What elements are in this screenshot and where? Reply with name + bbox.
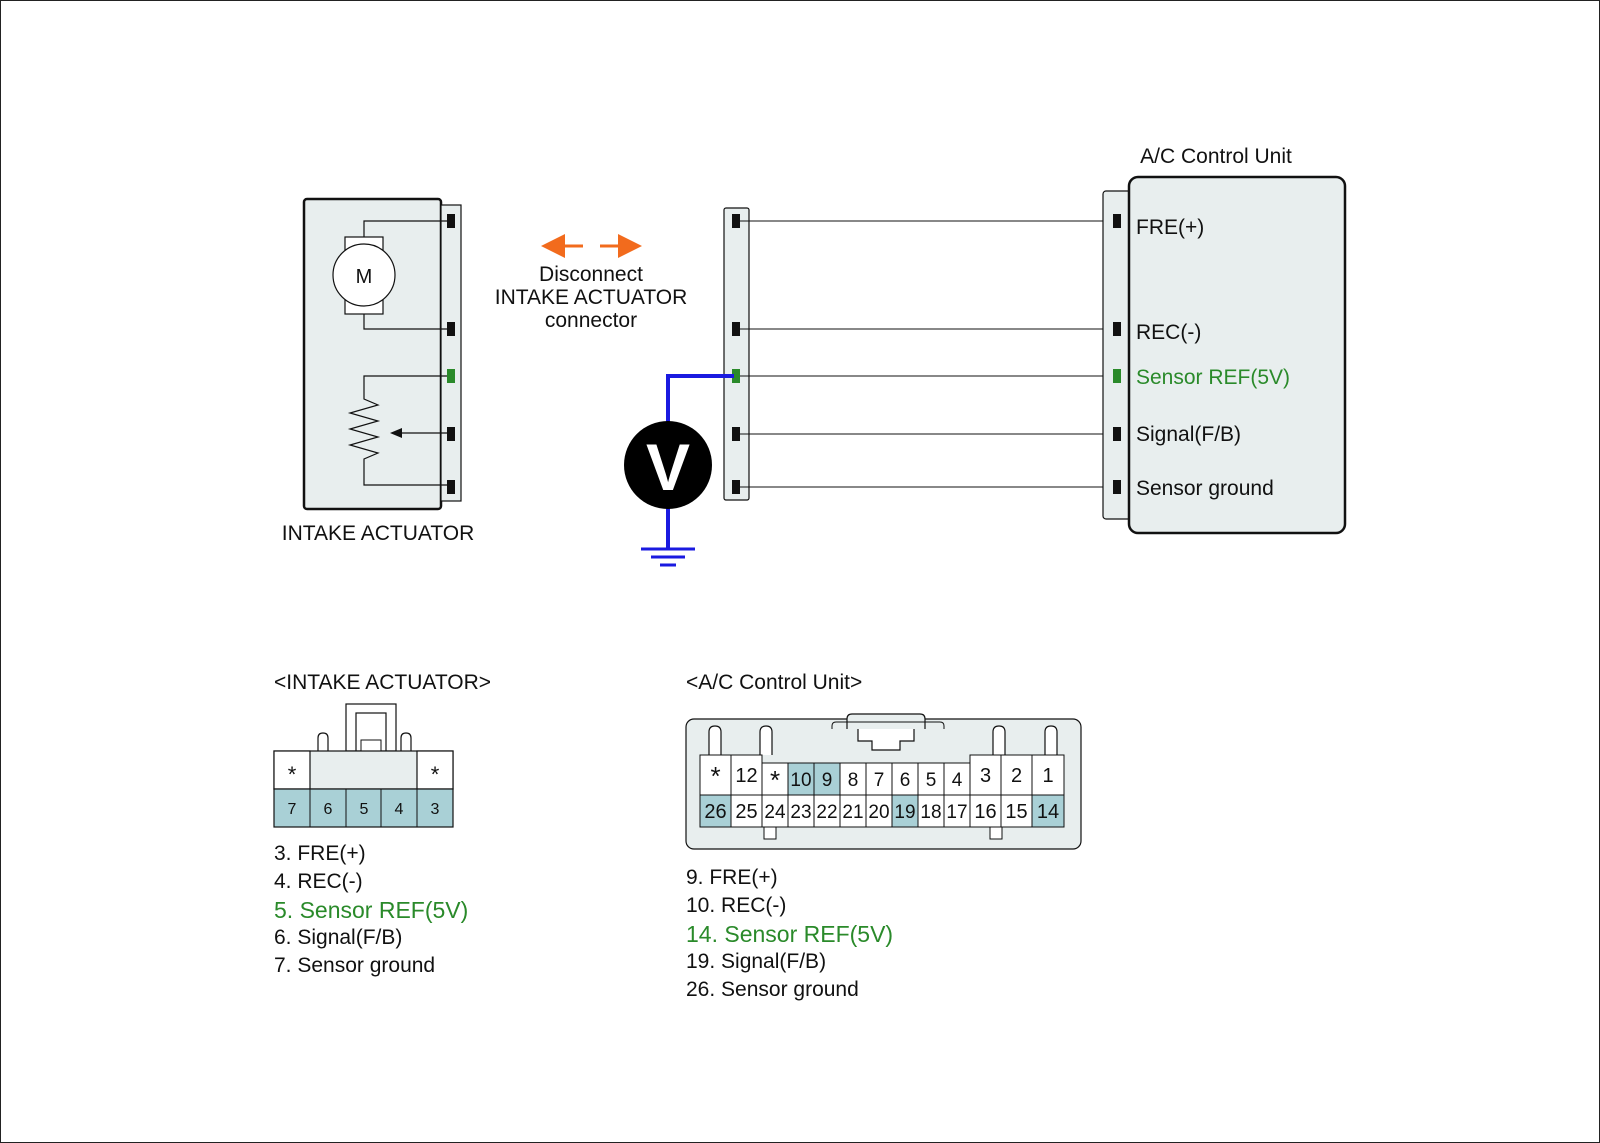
acu-pin-16: 16 [974, 801, 996, 823]
acu-pin-16-cell [969, 794, 1002, 828]
intake-actuator: M INTAKE ACTUATOR [282, 197, 475, 545]
actuator-pin-6: 6 [324, 801, 333, 818]
actuator-legend-sensor-ground: 7. Sensor ground [274, 954, 436, 977]
acu-pin-24: 24 [764, 802, 786, 823]
actuator-pin-3: 3 [431, 801, 440, 818]
potentiometer-icon [347, 375, 447, 486]
disconnect-note: Disconnect INTAKE ACTUATOR connector [495, 234, 688, 332]
acu-pin-18: 18 [920, 802, 941, 823]
acu-connector-title: <A/C Control Unit> [686, 671, 862, 694]
acu-pin-20: 20 [868, 802, 889, 823]
acu-pin-mark-cell [761, 762, 789, 796]
harness-connector [723, 207, 750, 501]
acu-pin-24-cell [761, 794, 789, 828]
actuator-legend-fre: 3. FRE(+) [274, 842, 366, 865]
acu-pin-1: 1 [1042, 765, 1053, 787]
actuator-label: INTAKE ACTUATOR [282, 522, 475, 545]
voltmeter-label: V [646, 430, 690, 504]
acu-pin-26: 26 [704, 801, 726, 823]
disconnect-line-1: Disconnect [539, 263, 643, 286]
actuator-legend-rec: 4. REC(-) [274, 870, 363, 893]
actuator-pin-7: 7 [288, 801, 297, 818]
ac-control-unit: A/C Control Unit FRE(+) REC(-) Sensor RE… [1102, 145, 1347, 535]
acu-pin-15-cell [1000, 794, 1033, 828]
acu-pin-9: 9 [822, 770, 833, 791]
acu-legend-signal: 19. Signal(F/B) [686, 950, 827, 973]
actuator-legend-signal: 6. Signal(F/B) [274, 926, 403, 949]
acu-legend-sensor-ground: 26. Sensor ground [686, 978, 859, 1001]
acu-pin-19: 19 [894, 802, 915, 823]
terminal-label-rec: REC(-) [1136, 321, 1201, 344]
acu-pin-21: 21 [842, 802, 863, 823]
acu-pin-3: 3 [980, 765, 991, 787]
acu-pin-6-cell [891, 762, 919, 796]
motor-icon: M [332, 236, 396, 315]
acu-legend-rec: 10. REC(-) [686, 894, 787, 917]
actuator-legend-sensor-ref: 5. Sensor REF(5V) [274, 897, 469, 923]
acu-legend-sensor-ref: 14. Sensor REF(5V) [686, 921, 894, 947]
acu-pin-10: 10 [790, 770, 811, 791]
acu-pin-20-cell [865, 794, 893, 828]
acu-pin-14: 14 [1037, 801, 1059, 823]
actuator-connector-face: <INTAKE ACTUATOR> * * 7 6 5 4 3 [273, 671, 491, 828]
terminal-label-fre: FRE(+) [1136, 216, 1204, 239]
ac-unit-title: A/C Control Unit [1140, 145, 1292, 168]
voltmeter: V [624, 374, 734, 567]
acu-pin-7-cell [865, 762, 893, 796]
acu-pin-8: 8 [848, 770, 859, 791]
actuator-pin-mark: * [431, 762, 440, 787]
terminal-label-sensor-ground: Sensor ground [1136, 477, 1274, 500]
acu-pin-5-cell [917, 762, 945, 796]
disconnect-line-2: INTAKE ACTUATOR [495, 286, 688, 309]
acu-legend-fre: 9. FRE(+) [686, 866, 778, 889]
acu-pin-25-cell [730, 794, 763, 828]
actuator-pin-5: 5 [360, 801, 369, 818]
acu-pin-23: 23 [790, 802, 811, 823]
acu-pin-2: 2 [1011, 765, 1022, 787]
acu-pin-17: 17 [946, 802, 967, 823]
acu-pin-15: 15 [1005, 801, 1027, 823]
terminal-label-sensor-ref: Sensor REF(5V) [1136, 366, 1290, 389]
disconnect-line-3: connector [545, 309, 637, 332]
actuator-pin-mark: * [288, 762, 297, 787]
acu-pin-mark: * [770, 765, 780, 795]
acu-pin-legend: 9. FRE(+) 10. REC(-) 14. Sensor REF(5V) … [686, 864, 893, 1004]
acu-pin-22: 22 [816, 802, 837, 823]
motor-label: M [356, 266, 373, 288]
acu-pin-19-cell [891, 794, 919, 828]
acu-pin-1-cell [1031, 754, 1065, 796]
acu-pin-6: 6 [900, 770, 911, 791]
acu-pin-17-cell [943, 794, 971, 828]
acu-pin-10-cell [787, 762, 815, 796]
acu-pin-4: 4 [952, 770, 963, 791]
acu-pin-14-cell [1031, 794, 1065, 828]
acu-pin-26-cell [699, 794, 732, 828]
acu-pin-12: 12 [735, 765, 757, 787]
terminal-label-signal: Signal(F/B) [1136, 423, 1241, 446]
actuator-connector-title: <INTAKE ACTUATOR> [274, 671, 491, 694]
acu-pin-25: 25 [735, 801, 757, 823]
ground-icon [641, 547, 695, 567]
actuator-pin-legend: 3. FRE(+) 4. REC(-) 5. Sensor REF(5V) 6.… [274, 840, 468, 980]
actuator-pin-4: 4 [395, 801, 404, 818]
acu-pin-7: 7 [874, 770, 885, 791]
harness-wires [740, 220, 1113, 488]
acu-pin-5: 5 [926, 770, 937, 791]
acu-pin-mark: * [710, 761, 720, 791]
